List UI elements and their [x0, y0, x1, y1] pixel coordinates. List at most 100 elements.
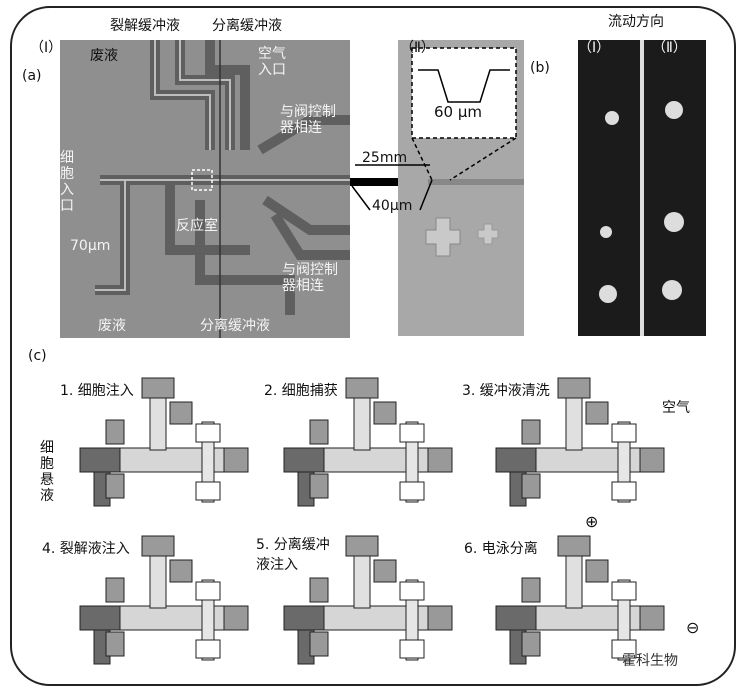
- valve-sep-top: [611, 423, 637, 443]
- buffer-channel: [565, 389, 583, 451]
- valve-sep-bottom: [195, 639, 221, 659]
- valve-left: [309, 419, 329, 445]
- valve-sep-bottom: [195, 481, 221, 501]
- side-reservoir: [585, 401, 609, 425]
- valve-sep-bottom: [611, 639, 637, 659]
- panel-a-roman: （Ⅰ）: [30, 40, 63, 56]
- side-reservoir: [169, 401, 193, 425]
- outlet-reservoir: [223, 605, 249, 631]
- length-25mm-label: 25mm: [362, 150, 408, 166]
- step-1-schematic: [79, 377, 249, 507]
- valve-sep-bottom: [399, 639, 425, 659]
- channel-closeup-drawing: [411, 47, 524, 257]
- valve-left-bottom: [309, 473, 329, 499]
- panel-b-roman: （Ⅱ）: [400, 40, 435, 56]
- side-reservoir: [373, 401, 397, 425]
- buffer-channel: [353, 389, 371, 451]
- inlet-channel: [79, 605, 121, 631]
- waste-top-label: 废液: [90, 48, 118, 64]
- valve-sep-top: [399, 581, 425, 601]
- outlet-reservoir: [427, 605, 453, 631]
- channel-closeup-panel: [398, 40, 524, 336]
- step-5-schematic: [283, 535, 453, 665]
- valve-left: [309, 577, 329, 603]
- buffer-channel: [149, 389, 167, 451]
- valve-left-bottom: [521, 631, 541, 657]
- flow-roman-2: （Ⅱ）: [652, 40, 687, 56]
- step-6-schematic: [495, 535, 665, 665]
- fluorescence-image: [599, 40, 684, 336]
- air-label: 空气: [662, 400, 690, 416]
- step-5-label: 5. 分离缓冲 液注入: [256, 537, 330, 573]
- buffer-reservoir: [557, 535, 591, 557]
- valve-left: [521, 577, 541, 603]
- step-3-schematic: [495, 377, 665, 507]
- air-inlet-label: 空气 入口: [258, 46, 286, 78]
- positive-electrode: ⊕: [585, 512, 599, 531]
- panel-a-label: (a): [22, 68, 42, 84]
- buffer-channel: [565, 547, 583, 609]
- cell-suspension-label: 细胞悬液: [40, 440, 54, 504]
- negative-electrode: ⊖: [686, 618, 700, 637]
- valve-sep-bottom: [399, 481, 425, 501]
- width-70um-label: 70μm: [70, 238, 111, 254]
- flow-direction-title: 流动方向: [608, 14, 664, 30]
- valve-left: [521, 419, 541, 445]
- inlet-channel: [495, 605, 537, 631]
- buffer-reservoir: [345, 535, 379, 557]
- valve-sep-top: [195, 581, 221, 601]
- valve-left-bottom: [309, 631, 329, 657]
- valve-control-bottom-label: 与阀控制 器相连: [282, 262, 338, 294]
- panel-c-label: (c): [28, 348, 47, 364]
- buffer-channel: [353, 547, 371, 609]
- panel-b-label: (b): [530, 60, 550, 76]
- valve-left-bottom: [105, 473, 125, 499]
- chip-channels: [95, 40, 350, 338]
- flow-roman-1: （Ⅰ）: [578, 40, 611, 56]
- separation-buffer-top-label: 分离缓冲液: [212, 18, 282, 34]
- step-4-schematic: [79, 535, 249, 665]
- step-2-schematic: [283, 377, 453, 507]
- step-1-label: 1. 细胞注入: [60, 383, 134, 399]
- buffer-reservoir: [141, 377, 175, 399]
- length-40um-label: 40μm: [372, 198, 413, 214]
- inlet-channel: [283, 605, 325, 631]
- buffer-reservoir: [141, 535, 175, 557]
- valve-control-top-label: 与阀控制 器相连: [280, 104, 336, 136]
- step-4-label: 4. 裂解液注入: [42, 541, 130, 557]
- outlet-reservoir: [223, 447, 249, 473]
- buffer-reservoir: [345, 377, 379, 399]
- step-2-label: 2. 细胞捕获: [264, 383, 338, 399]
- waste-bottom-label: 废液: [98, 318, 126, 334]
- buffer-channel: [149, 547, 167, 609]
- lysis-buffer-label: 裂解缓冲液: [110, 18, 180, 34]
- reaction-chamber-label: 反应室: [176, 218, 218, 234]
- figure-frame: [10, 6, 736, 686]
- valve-sep-top: [399, 423, 425, 443]
- outlet-reservoir: [427, 447, 453, 473]
- step-6-label: 6. 电泳分离: [464, 541, 538, 557]
- cell-inlet-label: 细胞入口: [60, 150, 74, 214]
- side-reservoir: [169, 559, 193, 583]
- fluorescence-panel: [578, 40, 706, 336]
- step-3-label: 3. 缓冲液清洗: [462, 383, 550, 399]
- valve-sep-top: [195, 423, 221, 443]
- inlet-channel: [79, 447, 121, 473]
- side-reservoir: [373, 559, 397, 583]
- valve-left: [105, 577, 125, 603]
- buffer-reservoir: [557, 377, 591, 399]
- valve-sep-top: [611, 581, 637, 601]
- valve-left: [105, 419, 125, 445]
- outlet-reservoir: [639, 605, 665, 631]
- valve-sep-bottom: [611, 481, 637, 501]
- watermark: 霍科生物: [622, 653, 678, 669]
- side-reservoir: [585, 559, 609, 583]
- inlet-channel: [495, 447, 537, 473]
- inset-width-label: 60 μm: [434, 103, 483, 121]
- valve-left-bottom: [521, 473, 541, 499]
- separation-buffer-bottom-label: 分离缓冲液: [200, 318, 270, 334]
- valve-left-bottom: [105, 631, 125, 657]
- inlet-channel: [283, 447, 325, 473]
- outlet-reservoir: [639, 447, 665, 473]
